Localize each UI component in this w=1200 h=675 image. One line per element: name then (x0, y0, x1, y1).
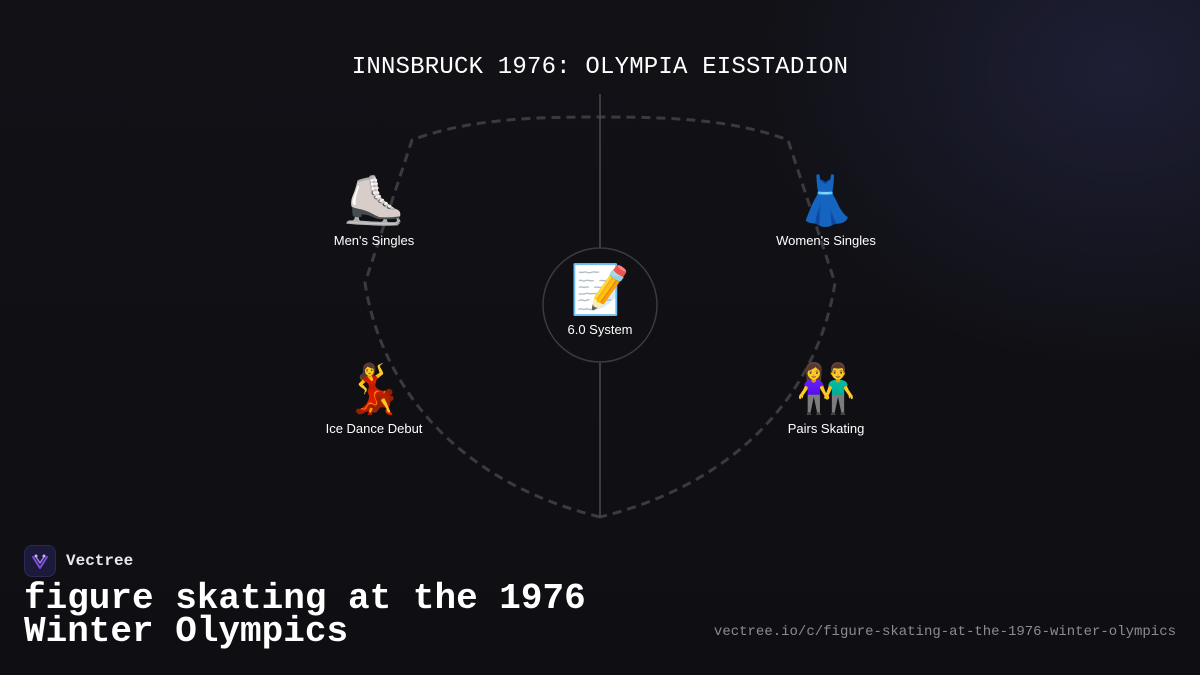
node-label-womens-singles: Women's Singles (776, 233, 876, 248)
node-label-mens-singles: Men's Singles (333, 233, 415, 248)
node-mens-singles: ⛸️ Men's Singles (284, 173, 464, 248)
dancer-icon: 💃 (344, 361, 404, 417)
node-pairs-skating: 👫 Pairs Skating (736, 361, 916, 436)
node-womens-singles: 👗 Women's Singles (736, 173, 916, 248)
brand-name: Vectree (66, 552, 134, 570)
node-ice-dance-debut: 💃 Ice Dance Debut (284, 361, 464, 436)
memo-icon: 📝 (570, 262, 630, 318)
node-label-pairs-skating: Pairs Skating (787, 421, 865, 436)
dress-icon: 👗 (796, 173, 856, 229)
node-label-ice-dance-debut: Ice Dance Debut (325, 421, 423, 436)
center-node: 📝 6.0 System (510, 262, 690, 337)
brand[interactable]: Vectree (24, 544, 133, 578)
diagram-title: INNSBRUCK 1976: OLYMPIA EISSTADION (351, 54, 849, 81)
center-node-label: 6.0 System (567, 322, 633, 337)
source-url[interactable]: vectree.io/c/figure-skating-at-the-1976-… (713, 624, 1176, 640)
vectree-logo-icon (24, 545, 56, 577)
page-headline: figure skating at the 1976 Winter Olympi… (24, 578, 586, 652)
couple-icon: 👫 (796, 361, 856, 417)
ice-skate-icon: ⛸️ (344, 173, 404, 229)
center-circle (542, 247, 658, 363)
